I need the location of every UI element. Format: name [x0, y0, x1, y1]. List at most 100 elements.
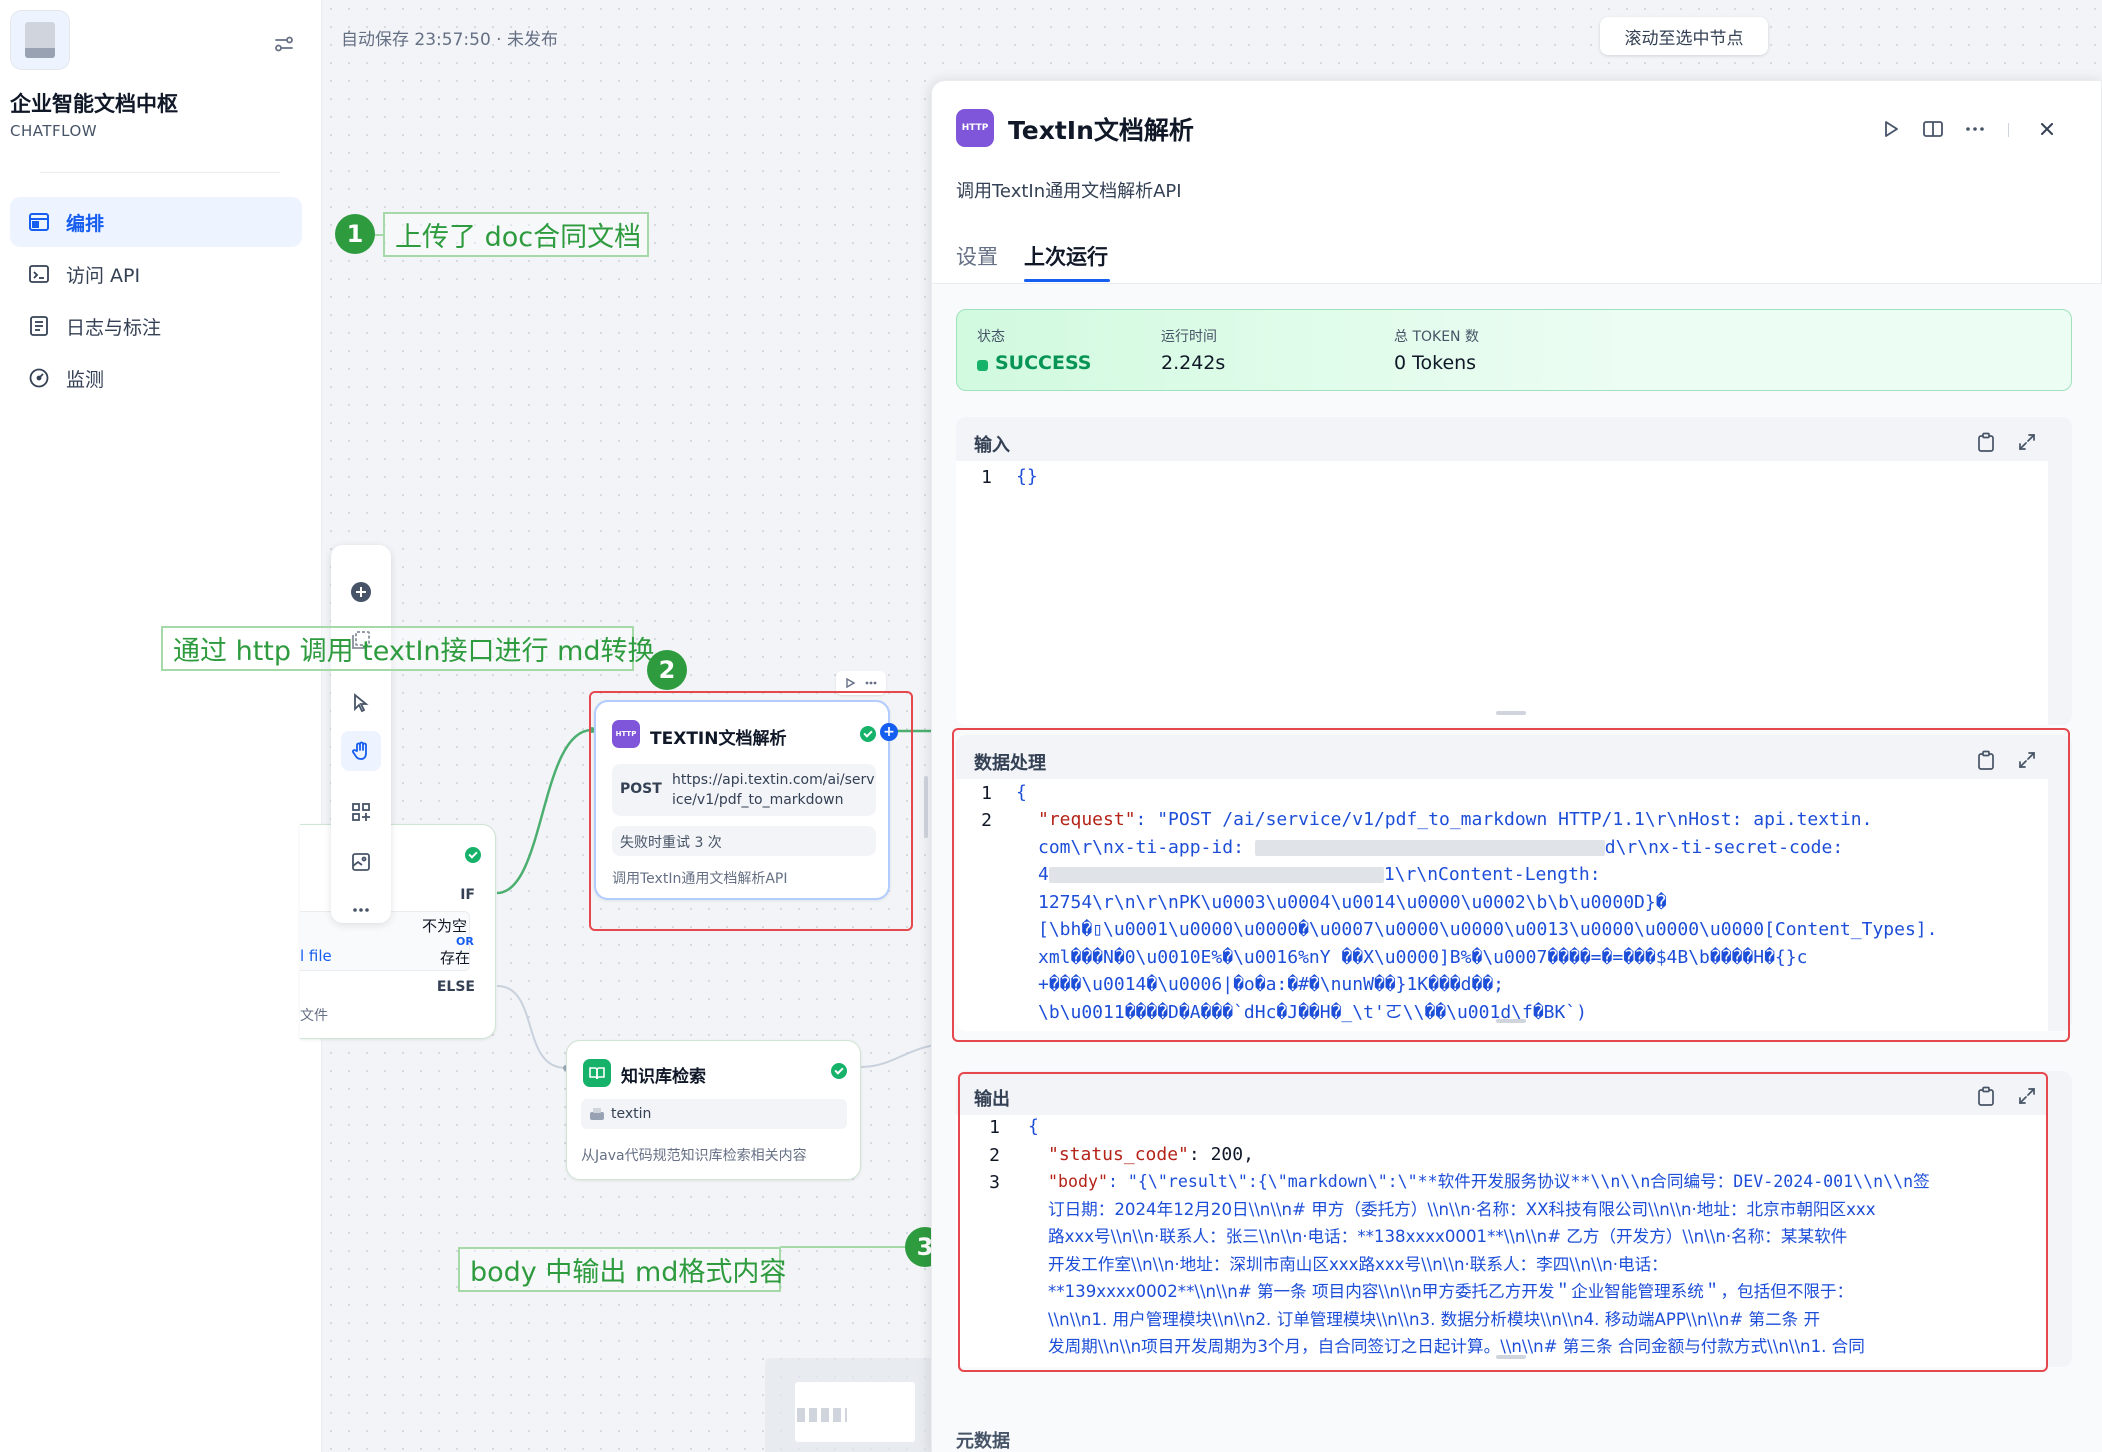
- json-key: "status_code": [1048, 1144, 1189, 1165]
- code-line: 12754\r\n\r\nPK\u0003\u0004\u0014\u0000\…: [1038, 892, 1667, 913]
- copy-button[interactable]: [1973, 747, 1999, 773]
- condition-variable: l file: [300, 947, 332, 965]
- clipboard-icon: [1978, 1086, 1994, 1106]
- node-more-icon[interactable]: [864, 677, 878, 689]
- json-key: "body": [1048, 1172, 1108, 1191]
- json-punct: :: [1188, 1144, 1211, 1165]
- close-panel-button[interactable]: [2032, 114, 2062, 144]
- code-line: 4 1\r\nContent-Length:: [1038, 861, 1601, 889]
- dataset-name: textin: [611, 1106, 652, 1122]
- code-line: {: [1028, 1116, 1039, 1137]
- panel-more-button[interactable]: [1960, 114, 1990, 144]
- dataset-icon: [590, 1108, 604, 1120]
- annotation-http: 通过 http 调用 textIn接口进行 md转换: [161, 626, 655, 671]
- input-title: 输入: [974, 435, 1010, 456]
- expand-icon: [2019, 434, 2035, 450]
- nav-label: 编排: [66, 212, 105, 235]
- code-line: +���\u0014�\u0006|�o�a:�#�\nunW��}1K���d…: [1038, 974, 1504, 995]
- tokens-label: 总 TOKEN 数: [1394, 329, 1479, 345]
- http-url-box: POST https://api.textin.com/ai/serv ice/…: [612, 764, 876, 816]
- status-label: 状态: [977, 329, 1005, 345]
- resize-handle[interactable]: [1496, 711, 1526, 715]
- nav-label: 日志与标注: [66, 316, 162, 339]
- resize-handle[interactable]: [1496, 1019, 1526, 1023]
- add-node-button[interactable]: [341, 572, 381, 612]
- condition-not-empty: 不为空: [422, 917, 468, 935]
- expand-button[interactable]: [2014, 747, 2040, 773]
- line-number: 1: [981, 783, 992, 804]
- run-step-button[interactable]: [1876, 114, 1906, 144]
- code-line: "body": "{\"result\":{\"markdown\":\"**软…: [1048, 1168, 1930, 1196]
- book-icon: [583, 1059, 611, 1087]
- http-badge-icon: HTTP: [612, 720, 640, 748]
- expand-button[interactable]: [2014, 1083, 2040, 1109]
- sidebar-settings-icon[interactable]: [270, 30, 298, 58]
- json-value: 1\r\nContent-Length:: [1383, 864, 1601, 885]
- process-code-card: 数据处理 1 2 { "request": "POST /ai/service/…: [956, 735, 2072, 1031]
- clipboard-icon: [1978, 750, 1994, 770]
- expand-icon: [2019, 1088, 2035, 1104]
- json-value: 4: [1038, 864, 1049, 885]
- process-title: 数据处理: [974, 753, 1046, 774]
- nav-item-monitor[interactable]: 监测: [10, 353, 302, 403]
- grid-icon: [352, 803, 370, 821]
- if-else-node[interactable]: IF 不为空 OR l file 存在 ELSE 文件: [300, 824, 496, 1039]
- action-divider: [2008, 123, 2009, 137]
- run-node-icon[interactable]: [844, 677, 856, 689]
- add-next-node-icon[interactable]: +: [880, 723, 898, 741]
- code-line: xml���N�0\u0010E%�\u0016%nY ��X\u0000]B%…: [1038, 947, 1808, 968]
- panel-resize-handle[interactable]: [924, 776, 928, 838]
- knowledge-retrieval-node[interactable]: 知识库检索 textin 从Java代码规范知识库检索相关内容: [566, 1040, 861, 1180]
- tokens-value: 0 Tokens: [1394, 352, 1477, 374]
- book-open-icon: [1923, 121, 1943, 137]
- code-line: 开发工作室\\n\\n·地址：深圳市南山区xxx路xxx号\\n\\n·联系人：…: [1048, 1255, 1668, 1274]
- copy-button[interactable]: [1973, 1083, 1999, 1109]
- expand-button[interactable]: [2014, 429, 2040, 455]
- copy-button[interactable]: [1973, 429, 1999, 455]
- hand-mode-button[interactable]: [341, 731, 381, 771]
- process-code-editor[interactable]: 1 2 { "request": "POST /ai/service/v1/pd…: [956, 779, 2048, 1031]
- tab-last-run[interactable]: 上次运行: [1024, 245, 1108, 269]
- more-tools-button[interactable]: [341, 890, 381, 930]
- input-code-editor[interactable]: 1 {}: [956, 461, 2048, 725]
- edge-kb-out[interactable]: [860, 1044, 936, 1068]
- add-note-button[interactable]: [341, 620, 381, 660]
- http-url-line: https://api.textin.com/ai/serv: [672, 772, 875, 788]
- node-title: TEXTIN文档解析: [650, 729, 787, 749]
- image-icon: [352, 853, 370, 871]
- edge-if-to-http[interactable]: [496, 728, 593, 895]
- plus-circle-icon: [351, 582, 371, 602]
- elapsed-label: 运行时间: [1161, 329, 1217, 345]
- organize-nodes-button[interactable]: [341, 792, 381, 832]
- http-request-node[interactable]: HTTP TEXTIN文档解析 POST https://api.textin.…: [594, 700, 890, 900]
- terminal-icon: [29, 265, 49, 283]
- help-doc-button[interactable]: [1918, 114, 1948, 144]
- monitor-icon: [29, 368, 49, 388]
- panel-description[interactable]: 调用TextIn通用文档解析API: [956, 181, 1182, 202]
- resize-handle[interactable]: [1496, 1355, 1526, 1359]
- success-check-icon: [860, 726, 876, 742]
- minimap-nodes: [797, 1408, 847, 1422]
- tab-settings[interactable]: 设置: [956, 245, 998, 269]
- scroll-to-selected-button[interactable]: 滚动至选中节点: [1600, 17, 1768, 55]
- export-image-button[interactable]: [341, 842, 381, 882]
- json-value: com\r\nx-ti-app-id:: [1038, 837, 1255, 858]
- line-number: 1: [989, 1117, 1000, 1138]
- output-code-editor[interactable]: 1 2 3 { "status_code": 200, "body": "{\"…: [956, 1115, 2048, 1367]
- app-icon[interactable]: [10, 10, 70, 70]
- expand-icon: [2019, 752, 2035, 768]
- nav-item-orchestrate[interactable]: 编排: [10, 197, 302, 247]
- nav-item-api[interactable]: 访问 API: [10, 249, 302, 299]
- edge-else-to-kb[interactable]: [496, 985, 567, 1069]
- minimap[interactable]: [765, 1358, 931, 1452]
- code-line: 订日期：2024年12月20日\\n\\n# 甲方（委托方）\\n\\n·名称：…: [1048, 1200, 1876, 1219]
- sidebar: 企业智能文档中枢 CHATFLOW 编排 访问 API 日志与标注 监测: [0, 0, 322, 1452]
- nav-item-logs[interactable]: 日志与标注: [10, 301, 302, 351]
- pointer-mode-button[interactable]: [341, 683, 381, 723]
- app-name: 企业智能文档中枢: [10, 92, 178, 116]
- redacted-value: [1048, 867, 1384, 883]
- metadata-title[interactable]: 元数据: [956, 1431, 1010, 1452]
- annotation-leader: [780, 1246, 906, 1248]
- panel-title[interactable]: TextIn文档解析: [1008, 116, 1194, 145]
- node-title: 知识库检索: [621, 1067, 706, 1087]
